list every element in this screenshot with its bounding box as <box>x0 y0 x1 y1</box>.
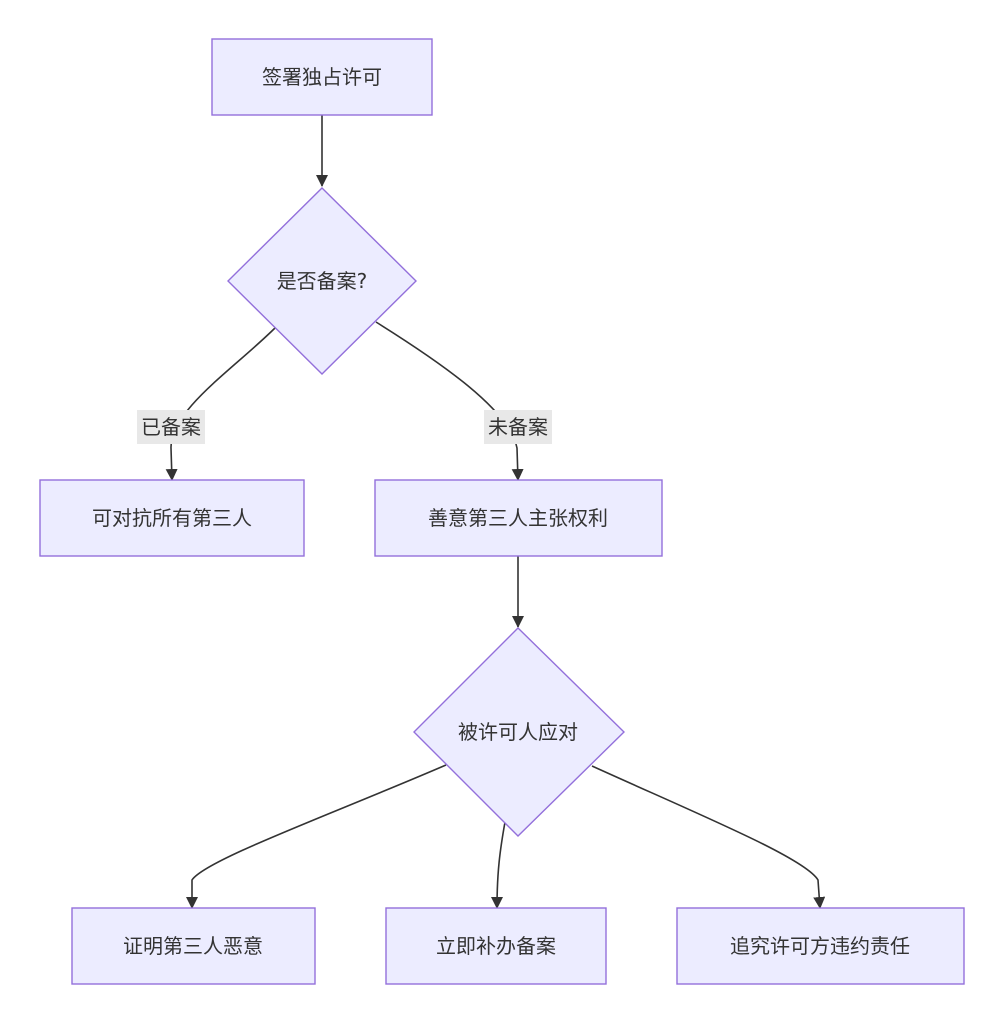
node-pursue[interactable]: 追究许可方违约责任 <box>676 907 965 985</box>
edge-response-to-prove-malice <box>186 764 447 909</box>
edge-response-to-file-now <box>491 821 506 909</box>
node-response[interactable]: 被许可人应对 <box>413 627 625 837</box>
node-filed-question-label: 是否备案? <box>277 269 368 293</box>
node-oppose-all[interactable]: 可对抗所有第三人 <box>39 479 305 557</box>
node-sign-label: 签署独占许可 <box>262 65 382 89</box>
edge-response-to-pursue <box>591 765 826 909</box>
node-file-now-label: 立即补办备案 <box>436 934 556 958</box>
edge-label-bg <box>137 410 205 444</box>
node-file-now[interactable]: 立即补办备案 <box>385 907 607 985</box>
edge-filed-question-to-oppose-all <box>165 326 277 481</box>
node-filed-question[interactable]: 是否备案? <box>227 187 417 375</box>
edges <box>165 115 826 909</box>
node-prove-malice[interactable]: 证明第三人恶意 <box>71 907 316 985</box>
node-response-label: 被许可人应对 <box>458 720 578 744</box>
node-bona-fide[interactable]: 善意第三人主张权利 <box>374 479 663 557</box>
node-pursue-label: 追究许可方违约责任 <box>730 934 910 958</box>
node-oppose-all-label: 可对抗所有第三人 <box>92 506 252 530</box>
edge-label-not-filed-text: 未备案 <box>488 415 548 439</box>
edge-label-filed-text: 已备案 <box>141 415 201 439</box>
edge-filed-question-to-bona-fide <box>375 321 524 481</box>
node-bona-fide-label: 善意第三人主张权利 <box>428 506 608 530</box>
node-sign[interactable]: 签署独占许可 <box>211 38 433 116</box>
edge-label-filed: 已备案 <box>137 410 205 444</box>
edge-label-not-filed: 未备案 <box>484 410 552 444</box>
edge-label-bg <box>484 410 552 444</box>
node-prove-malice-label: 证明第三人恶意 <box>123 934 263 958</box>
